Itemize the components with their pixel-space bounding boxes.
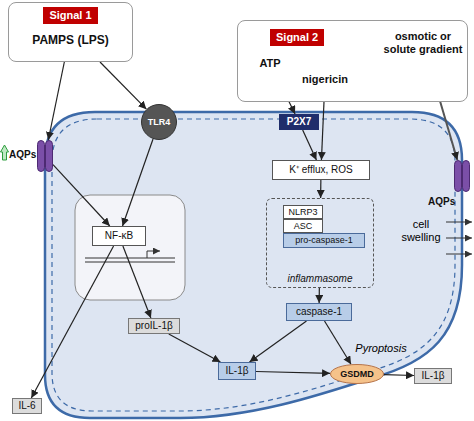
arrow-connector xyxy=(319,288,320,303)
cytokine-box: IL-6 xyxy=(12,398,42,414)
aquaporin-channel: AQPs xyxy=(37,140,53,172)
process-label: cell swelling xyxy=(398,218,444,243)
node-text: ASC xyxy=(294,221,313,231)
node-text: AQPs xyxy=(428,196,455,208)
stimulus-label: ATP xyxy=(253,55,287,71)
arrow-connector xyxy=(303,130,317,160)
signal-box: ATP nigericin osmotic or solute gradient Si… xyxy=(237,20,468,102)
dna-strand xyxy=(85,258,175,259)
arrow-connector xyxy=(384,374,414,376)
node-text: ATP xyxy=(259,57,280,70)
arrow-connector xyxy=(53,165,110,226)
node-text: nigericin xyxy=(302,73,348,86)
node-text: PAMPS (LPS) xyxy=(32,34,108,48)
ellipse-outline xyxy=(331,365,384,384)
node-text: AQPs xyxy=(9,149,36,161)
node-text: caspase-1 xyxy=(296,306,342,318)
arrow-connector xyxy=(31,246,113,398)
swelling-arrow xyxy=(446,238,472,239)
node-text: NLRP3 xyxy=(288,207,317,217)
node-text: osmotic or solute gradient xyxy=(379,30,467,55)
receptor-circle: TLR4 xyxy=(141,104,177,140)
arrow-connector xyxy=(256,371,330,373)
aquaporin-channel: AQPs xyxy=(454,160,470,192)
inflammasome-group: NLRP3ASC pro-caspase-1 inflammasome xyxy=(266,198,374,288)
node-text: K⁺ efflux, ROS xyxy=(289,164,352,176)
signal-box: Signal 1 PAMPS (LPS) xyxy=(8,2,133,62)
protein-box: pro-caspase-1 xyxy=(283,233,365,248)
arrow-connector xyxy=(123,246,151,318)
transcription-factor-box: NF-κB xyxy=(92,226,146,246)
arrow-connector xyxy=(169,334,221,362)
node-text: inflammasome xyxy=(287,273,352,285)
dna-strand xyxy=(85,262,175,263)
channel-subunit xyxy=(463,161,470,192)
transcription-arrow xyxy=(147,251,160,258)
process-label: Pyroptosis xyxy=(352,342,410,355)
protein-box: ASC xyxy=(283,219,323,233)
receptor-box: P2X7 xyxy=(279,114,319,130)
node-text: IL-1β xyxy=(422,370,445,382)
stimulus-label: nigericin xyxy=(299,71,351,87)
cytokine-box: IL-1β xyxy=(414,368,452,384)
channel-subunit xyxy=(38,141,45,172)
arrow-connector xyxy=(48,62,64,140)
node-text: proIL-1β xyxy=(135,320,172,332)
swelling-arrow xyxy=(446,222,472,223)
cell-swelling-outline xyxy=(52,119,455,411)
node-text: pro-caspase-1 xyxy=(295,235,353,245)
ellipse-outline xyxy=(142,105,177,140)
swelling-arrow xyxy=(446,254,472,255)
channel-subunit xyxy=(455,161,462,192)
arrow-connector xyxy=(325,321,352,364)
cytokine-box: proIL-1β xyxy=(128,318,180,334)
node-text: P2X7 xyxy=(287,116,311,128)
node-text: TLR4 xyxy=(148,117,171,127)
arrow-connector xyxy=(250,321,307,362)
protein-box: NLRP3 xyxy=(283,205,323,219)
arrow-connector xyxy=(320,180,321,198)
signal-label: Signal 1 xyxy=(43,7,97,24)
node-text: NF-κB xyxy=(105,230,133,242)
channel-shape xyxy=(454,160,470,192)
arrow-connector xyxy=(100,62,146,109)
node-text: IL-6 xyxy=(18,400,35,412)
pore-ellipse: GSDMD xyxy=(330,364,384,384)
cytokine-box: IL-1β xyxy=(218,362,256,380)
process-box: K⁺ efflux, ROS xyxy=(272,160,370,180)
enzyme-box: caspase-1 xyxy=(286,303,352,321)
node-text: IL-1β xyxy=(226,365,249,377)
signal-label: Signal 2 xyxy=(270,29,324,46)
upregulation-arrow xyxy=(1,145,9,160)
cell-membrane xyxy=(45,112,462,418)
arrow-connector xyxy=(123,139,154,226)
channel-shape xyxy=(37,140,53,172)
nucleus xyxy=(75,195,185,300)
stimulus-label: osmotic or solute gradient xyxy=(379,27,467,59)
node-text: GSDMD xyxy=(340,369,374,379)
channel-subunit xyxy=(46,141,53,172)
